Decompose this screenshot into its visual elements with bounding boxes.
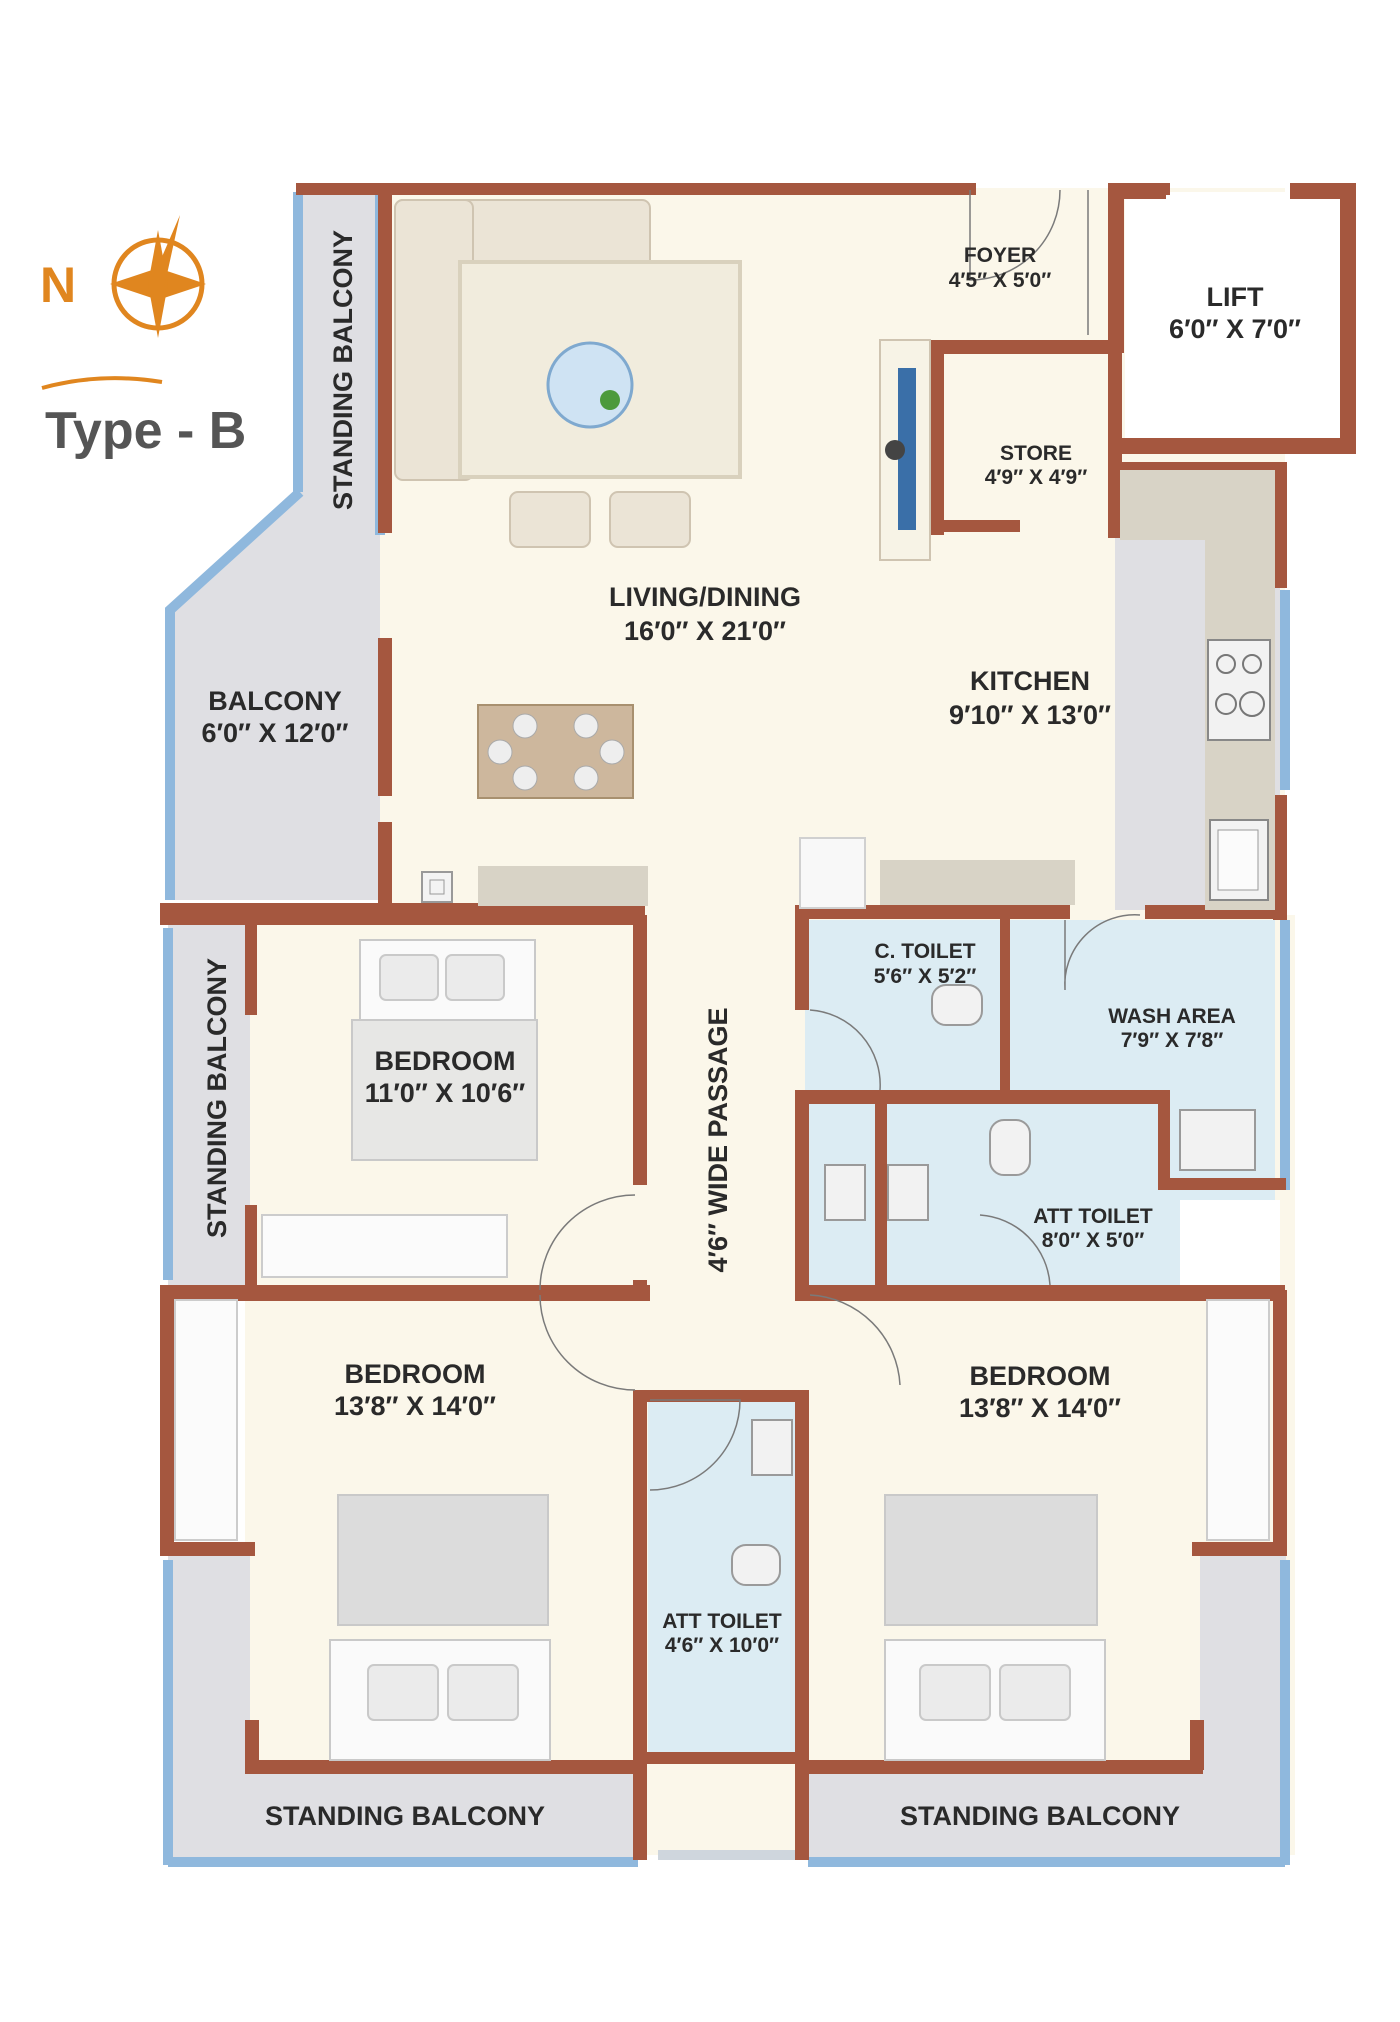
att-toilet-2-size: 4′6″ X 10′0″ (665, 1634, 779, 1657)
wardrobe-icon-1 (261, 1214, 508, 1278)
tv-unit-icon (879, 339, 931, 561)
lift-name: LIFT (1207, 282, 1264, 312)
balcony-name: BALCONY (208, 686, 342, 716)
standing-balcony-top-area (298, 188, 380, 498)
wardrobe-icon-2 (174, 1299, 238, 1541)
bed-icon-2 (329, 1494, 551, 1761)
store-name: STORE (1000, 442, 1072, 465)
passage-name: 4′6″ WIDE PASSAGE (703, 1008, 733, 1273)
north-label: N (40, 257, 76, 313)
dining-table-icon (477, 704, 634, 799)
store-size: 4′9″ X 4′9″ (985, 466, 1088, 489)
att-toilet-1-size: 8′0″ X 5′0″ (1042, 1229, 1145, 1252)
bedroom-3-size: 13′8″ X 14′0″ (959, 1393, 1121, 1423)
foyer-size: 4′5″ X 5′0″ (949, 269, 1052, 292)
c-toilet-name: C. TOILET (874, 940, 975, 963)
wash-area-name: WASH AREA (1108, 1005, 1236, 1028)
bed-icon-3 (884, 1494, 1106, 1761)
bedroom-1-name: BEDROOM (375, 1046, 516, 1076)
c-toilet-size: 5′6″ X 5′2″ (874, 965, 977, 988)
stove-icon (1207, 639, 1271, 741)
wardrobe-icon-3 (1206, 1299, 1270, 1541)
standing-balcony-left-name: STANDING BALCONY (202, 958, 232, 1238)
rug-icon (458, 260, 742, 479)
living-dining-size: 16′0″ X 21′0″ (624, 616, 786, 646)
walls (160, 183, 1356, 1860)
bedroom-2-size: 13′8″ X 14′0″ (334, 1391, 496, 1421)
att-toilet-1-name: ATT TOILET (1033, 1205, 1153, 1228)
plan-title: Type - B (45, 402, 246, 460)
wash-area-size: 7′9″ X 7′8″ (1121, 1029, 1224, 1052)
att-toilet-2-name: ATT TOILET (662, 1610, 782, 1633)
standing-balcony-bottom-left-name: STANDING BALCONY (265, 1801, 545, 1831)
toilet-fixtures (731, 984, 1256, 1586)
ac-unit-icon (421, 871, 453, 903)
standing-balcony-left-area (168, 925, 250, 1285)
standing-balcony-bottom-right-name: STANDING BALCONY (900, 1801, 1180, 1831)
bedroom-1-size: 11′0″ X 10′6″ (365, 1078, 525, 1108)
bedroom-2-name: BEDROOM (345, 1359, 486, 1389)
foyer-name: FOYER (964, 244, 1036, 267)
compass-icon (41, 215, 206, 390)
bed-icon-1 (351, 939, 538, 1161)
door-swings (539, 189, 1141, 1491)
sink-icon (1209, 819, 1269, 901)
living-dining-name: LIVING/DINING (609, 582, 801, 612)
fridge-icon (799, 837, 866, 909)
kitchen-name: KITCHEN (970, 666, 1090, 696)
lift-size: 6′0″ X 7′0″ (1169, 314, 1301, 344)
balcony-size: 6′0″ X 12′0″ (202, 718, 349, 748)
standing-balcony-top-name: STANDING BALCONY (328, 230, 358, 510)
standing-balcony-bottom-left-area (168, 1765, 638, 1865)
kitchen-size: 9′10″ X 13′0″ (949, 700, 1111, 730)
bedroom-3-name: BEDROOM (970, 1361, 1111, 1391)
balcony-area (168, 498, 380, 900)
